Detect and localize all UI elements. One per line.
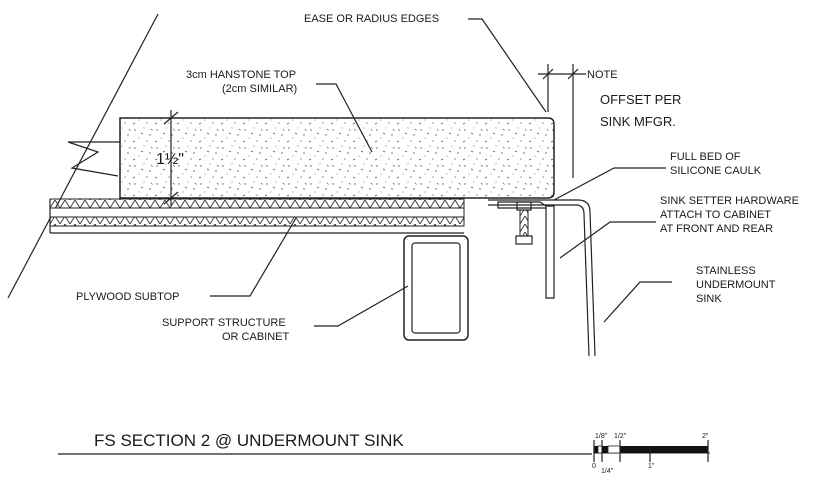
label-sink-line3: SINK (696, 293, 722, 305)
label-offset-line2: SINK MFGR. (600, 114, 676, 129)
scale-tick-bottom-1: 1/4" (601, 468, 614, 475)
support-tube (403, 235, 469, 341)
label-plywood: PLYWOOD SUBTOP (76, 291, 180, 303)
hanstone-countertop (119, 117, 555, 199)
label-support-line1: SUPPORT STRUCTURE (162, 317, 286, 329)
scale-tick-top-2: 2" (702, 433, 709, 440)
label-sink-line2: UNDERMOUNT (696, 279, 776, 291)
offset-dimension (538, 64, 586, 178)
label-top-line2: (2cm SIMILAR) (222, 83, 297, 95)
label-sink-line1: STAINLESS (696, 265, 756, 277)
scale-tick-top-0: 1/8" (595, 433, 608, 440)
bolt-hardware (515, 201, 533, 245)
label-setter-line3: AT FRONT AND REAR (660, 223, 773, 235)
label-support-line2: OR CABINET (222, 331, 290, 343)
label-setter-line1: SINK SETTER HARDWARE (660, 195, 799, 207)
label-thickness: 1½" (156, 151, 184, 168)
label-caulk-line1: FULL BED OF (670, 151, 741, 163)
scale-tick-bottom-2: 1" (648, 463, 655, 470)
label-ease-edges: EASE OR RADIUS EDGES (304, 13, 439, 25)
scale-tick-bottom-0: 0 (592, 463, 596, 470)
plywood-subtop (49, 198, 465, 234)
stainless-sink (488, 199, 596, 357)
label-top-line1: 3cm HANSTONE TOP (186, 69, 296, 81)
graphic-scale: 1/8" 1/2" 2" 0 1/4" 1" (592, 433, 710, 475)
label-offset-line1: OFFSET PER (600, 92, 681, 107)
label-note: NOTE (587, 69, 618, 81)
label-caulk-line2: SILICONE CAULK (670, 165, 762, 177)
leader-lines (210, 18, 672, 327)
break-line (7, 13, 159, 299)
sink-setter-bracket (497, 201, 555, 299)
label-setter-line2: ATTACH TO CABINET (660, 209, 771, 221)
scale-tick-top-1: 1/2" (614, 433, 627, 440)
section-title: FS SECTION 2 @ UNDERMOUNT SINK (94, 431, 404, 450)
